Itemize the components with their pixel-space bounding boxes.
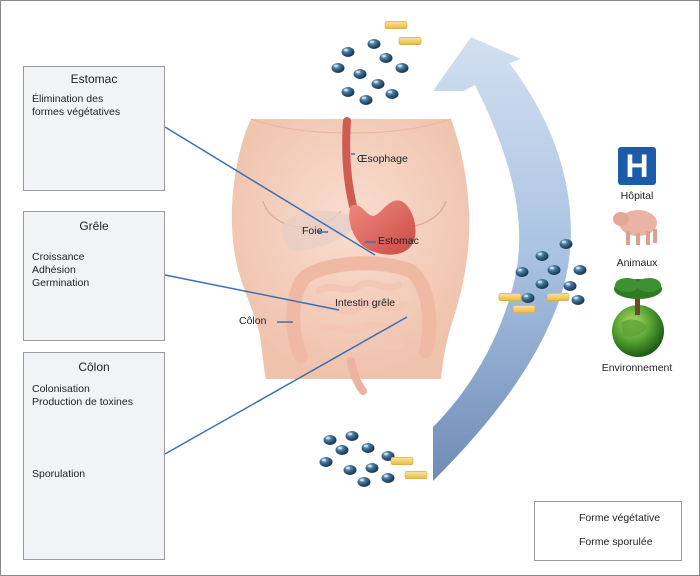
connector-lines xyxy=(164,126,408,455)
pig-icon xyxy=(613,210,657,245)
bottom-spore-cluster xyxy=(319,431,428,487)
panel-grele-line-3: Germination xyxy=(32,277,90,289)
top-spore-cluster xyxy=(331,21,422,105)
panel-colon-sporulation: Sporulation xyxy=(32,468,86,480)
label-oesophage: Œsophage xyxy=(357,153,408,165)
environment-icon xyxy=(612,278,664,357)
panel-grele-line-1: Croissance xyxy=(32,251,85,263)
panel-grele-title: Grêle xyxy=(79,219,109,233)
panel-colon-line-2: Production de toxines xyxy=(32,396,133,408)
label-foie: Foie xyxy=(302,225,323,237)
label-hopital: Hôpital xyxy=(620,190,654,202)
panel-estomac-title: Estomac xyxy=(70,72,118,86)
panel-colon-title: Côlon xyxy=(78,360,110,374)
panel-estomac: Estomac Élimination des formes végétativ… xyxy=(23,66,165,191)
label-estomac: Estomac xyxy=(378,235,419,247)
panel-colon: Côlon Colonisation Production de toxines… xyxy=(23,352,165,560)
panel-grele-line-2: Adhésion xyxy=(32,264,76,276)
hospital-icon: H xyxy=(618,147,656,185)
legend-sporulee-label: Forme sporulée xyxy=(579,536,653,548)
label-colon: Côlon xyxy=(239,315,267,327)
legend: Forme végétative Forme sporulée xyxy=(534,501,682,561)
panel-estomac-line-1: Élimination des xyxy=(32,93,104,105)
label-animaux: Animaux xyxy=(616,257,658,269)
legend-vegetative-label: Forme végétative xyxy=(579,512,661,524)
panel-grele: Grêle Croissance Adhésion Germination xyxy=(23,211,165,341)
label-intestin-grele: Intestin grêle xyxy=(335,297,396,309)
cycle-arrow xyxy=(433,37,571,481)
panel-colon-line-1: Colonisation xyxy=(32,383,90,395)
panel-estomac-line-2: formes végétatives xyxy=(32,106,121,118)
torso-illustration xyxy=(231,117,470,395)
label-environnement: Environnement xyxy=(601,362,673,374)
